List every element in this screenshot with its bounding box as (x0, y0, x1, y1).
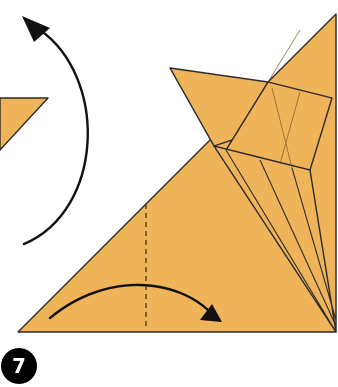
step-number: 7 (12, 354, 26, 378)
main-paper-model (18, 14, 336, 332)
step-number-badge: 7 (1, 348, 37, 384)
previous-view-triangle (0, 98, 48, 150)
rotate-arrow-icon (22, 16, 88, 244)
